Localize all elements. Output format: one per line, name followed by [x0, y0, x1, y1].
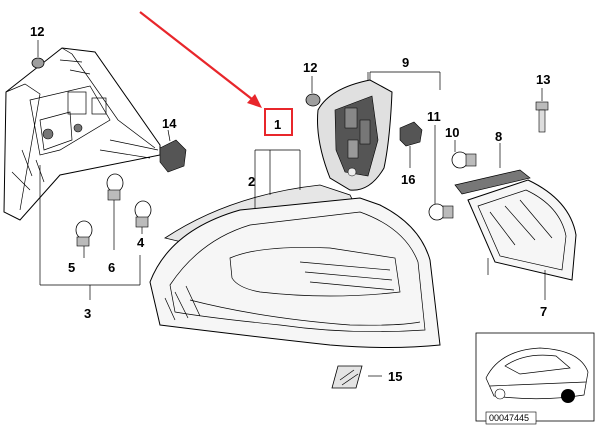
callout-1: 1: [274, 117, 281, 132]
callout-12a: 12: [30, 24, 44, 39]
outer-lens-1: [149, 197, 441, 348]
inner-lens-7: [467, 179, 577, 300]
callout-12b: 12: [303, 60, 317, 75]
red-pointer-arrow: [139, 11, 262, 108]
callout-3: 3: [84, 306, 91, 321]
gasket-8: [454, 143, 531, 195]
callout-5: 5: [68, 260, 75, 275]
bulb-4: [134, 200, 152, 234]
callout-4: 4: [137, 235, 145, 250]
car-inset: [475, 332, 595, 422]
bolt-13: [535, 88, 549, 133]
callout-10: 10: [445, 125, 459, 140]
bulb-5: [75, 220, 93, 258]
bracket-3: [39, 165, 141, 300]
callout-2: 2: [248, 174, 255, 189]
lamp-housing: [3, 47, 161, 221]
diagram-code-box: [485, 411, 537, 425]
bulb-holder-15: [159, 129, 187, 173]
callout-6: 6: [108, 260, 115, 275]
callout-14: 15: [388, 369, 402, 384]
label-14: [331, 365, 382, 389]
grommet-left: [31, 40, 45, 69]
bulb-6: [106, 173, 124, 250]
bulb-10: [451, 140, 477, 169]
callout-13: 13: [536, 72, 550, 87]
diagram-code: 00047445: [489, 413, 529, 423]
socket-16: [399, 121, 423, 168]
highlight-box: [264, 108, 293, 136]
callout-16: 16: [401, 172, 415, 187]
bulb-carrier-9: [317, 71, 441, 191]
callout-15: 14: [162, 116, 177, 131]
grommet-right: [305, 76, 321, 107]
callout-11: 11: [427, 109, 441, 124]
callout-9: 9: [402, 55, 409, 70]
callout-7: 7: [540, 304, 547, 319]
callout-8: 8: [495, 129, 502, 144]
bulb-11: [428, 125, 454, 221]
